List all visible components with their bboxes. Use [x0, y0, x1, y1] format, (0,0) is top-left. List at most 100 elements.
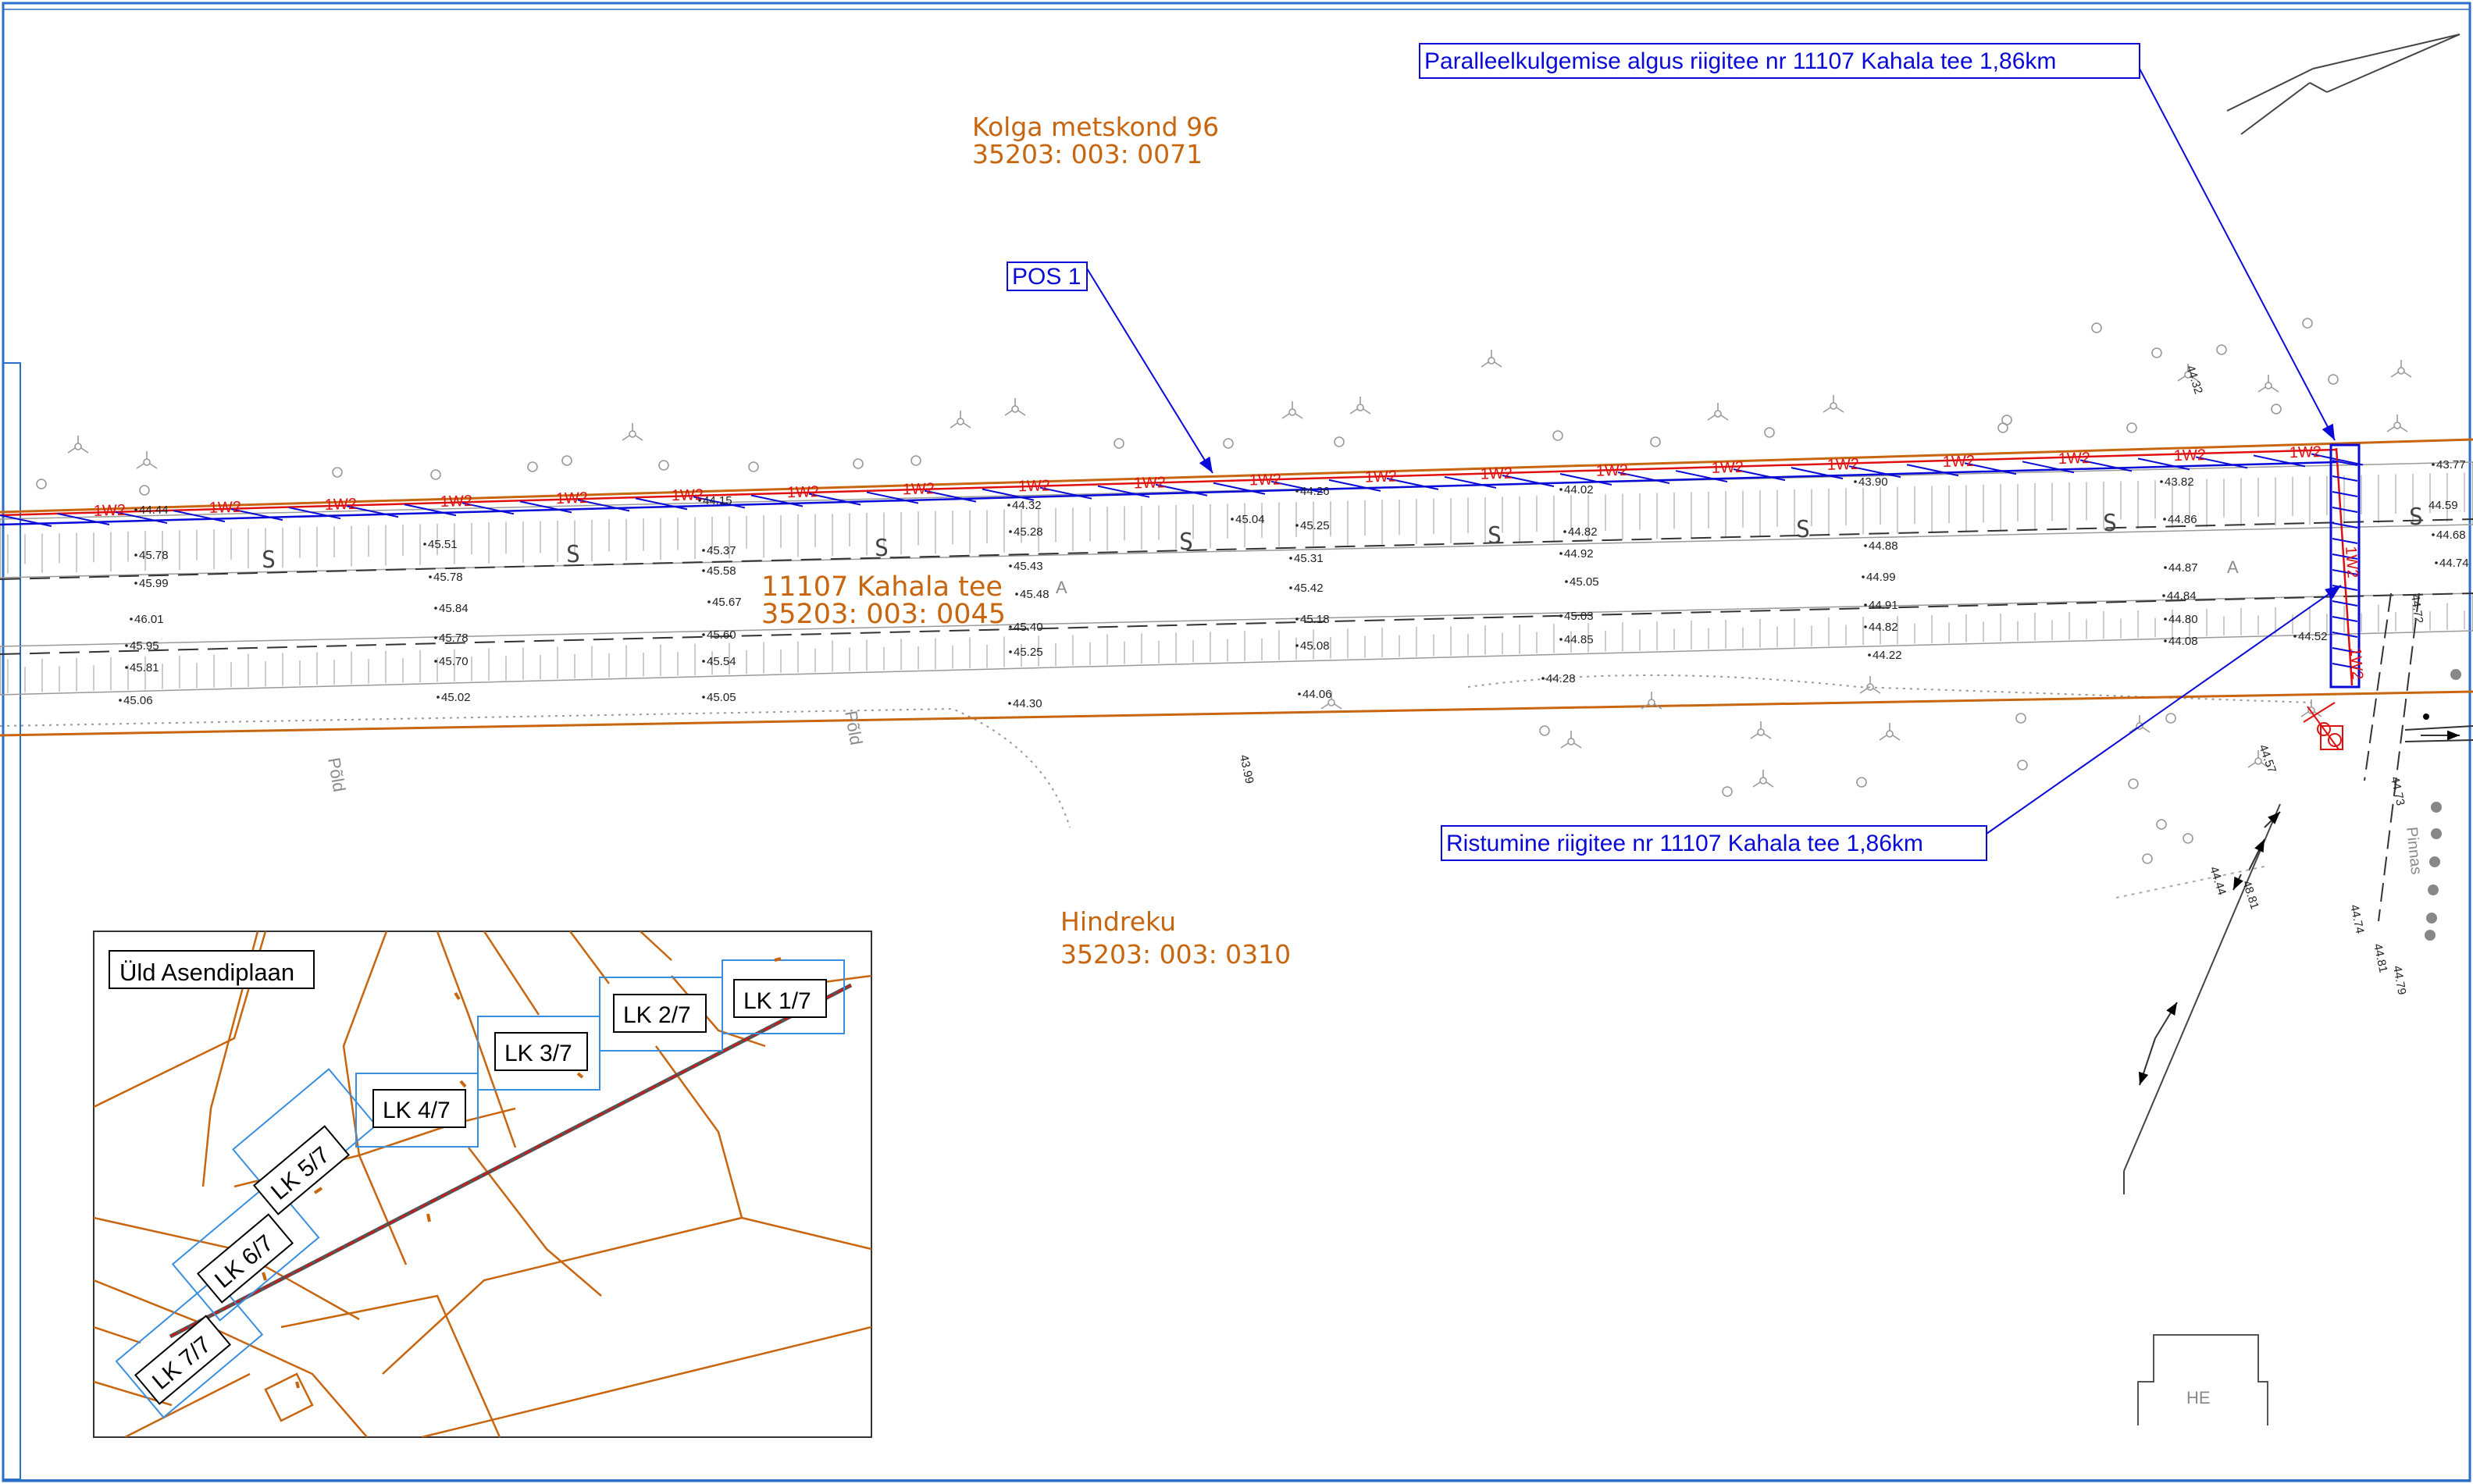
point-symbol-2: A	[2227, 557, 2239, 577]
building-label: HE	[2186, 1388, 2211, 1407]
pipe-tag: 1W2	[209, 499, 242, 517]
svg-text:LK 1/7: LK 1/7	[743, 988, 811, 1014]
pipe-tag: 1W2	[903, 480, 935, 498]
east-road-details	[2115, 593, 2473, 1194]
elevation-value: 45.54	[707, 655, 736, 668]
callout-pos1: POS 1	[1007, 262, 1213, 474]
svg-text:S: S	[566, 541, 580, 568]
elevation-value: 44.84	[2167, 589, 2197, 603]
pipe-tag: 1W2	[1018, 477, 1051, 495]
elevation-value: 45.42	[1294, 582, 1324, 595]
elevation-value: 45.02	[441, 691, 471, 704]
overview-inset: Üld Asendiplaan LK 1/7 LK 2/7 LK 3/7 LK …	[93, 931, 872, 1438]
elevation-value: 48.81	[2240, 879, 2261, 911]
elevation-value: 44.92	[1564, 547, 1594, 561]
parcel-label-road: 11107 Kahala tee 35203: 003: 0045	[761, 571, 1006, 630]
field-label-1: Põld	[324, 756, 349, 794]
svg-text:LK 4/7: LK 4/7	[383, 1098, 451, 1123]
pipe-tag-crossing: 1W2	[2342, 546, 2361, 579]
elevation-value: 45.67	[712, 596, 742, 609]
elevation-value: 45.08	[1300, 639, 1330, 653]
road-embankment-hatching	[0, 461, 2473, 696]
elevation-value: 44.44	[139, 504, 169, 517]
tree-symbols	[36, 318, 2412, 864]
svg-text:Kolga metskond 96: Kolga metskond 96	[972, 112, 1219, 142]
pipe-tag: 1W2	[787, 483, 820, 501]
field-label-2: Põld	[841, 710, 866, 747]
elevation-value: 44.32	[1012, 499, 1042, 512]
sheet-label-lk2: LK 2/7	[613, 994, 707, 1033]
elevation-value: 44.80	[2168, 613, 2198, 626]
pipe-tag: 1W2	[1827, 456, 1860, 474]
elevation-value: 44.52	[2298, 630, 2328, 643]
elevation-value: 45.05	[1570, 575, 1599, 589]
parcel-label-south: Hindreku 35203: 003: 0310	[1060, 906, 1291, 970]
svg-text:11107 Kahala tee: 11107 Kahala tee	[761, 571, 1003, 603]
elevation-value: 44.86	[2168, 513, 2197, 526]
elevation-value: 44.82	[1568, 525, 1598, 539]
elevation-value: 46.01	[134, 613, 164, 626]
svg-text:POS 1: POS 1	[1012, 264, 1081, 290]
pipe-tag: 1W2	[1481, 465, 1513, 483]
svg-text:S: S	[1179, 528, 1193, 556]
svg-text:S: S	[1796, 516, 1810, 543]
pipe-tag: 1W2	[94, 502, 127, 520]
svg-text:S: S	[1488, 522, 1502, 550]
elevation-value: 44.73	[2388, 775, 2407, 806]
pipe-tag: 1W2	[672, 486, 704, 504]
svg-text:Hindreku: Hindreku	[1060, 906, 1176, 937]
callout-crossing: Ristumine riigitee nr 11107 Kahala tee 1…	[1441, 585, 2342, 861]
water-pipe-1w2: 1W2 1W2 1W2 1W2 1W2 1W2 1W2 1W2 1W2 1W2 1W2 1W2 1W2 1…	[0, 443, 2366, 689]
sheet-label-lk4: LK 4/7	[372, 1089, 466, 1128]
elevation-value: 45.40	[1014, 621, 1043, 634]
elevation-value: 44.06	[1302, 688, 1332, 701]
inset-title-box	[109, 950, 315, 989]
inset-title: Üld Asendiplaan	[119, 959, 294, 986]
grey-dots-east	[2423, 669, 2461, 941]
left-side-tab	[2, 362, 21, 1480]
pipe-tag: 1W2	[1712, 459, 1744, 477]
svg-text:Paralleelkulgemise algus riigi: Paralleelkulgemise algus riigitee nr 111…	[1424, 48, 2056, 74]
svg-text:Ristumine riigitee nr 11107 Ka: Ristumine riigitee nr 11107 Kahala tee 1…	[1446, 831, 1923, 856]
elevation-value: 45.18	[1300, 613, 1330, 626]
elevation-value: 44.28	[1546, 672, 1576, 685]
elevation-value: 45.25	[1300, 519, 1330, 532]
elevation-value: 43.82	[2165, 475, 2194, 489]
elevation-value: 44.02	[1564, 483, 1594, 496]
sheet-label-lk3: LK 3/7	[494, 1032, 588, 1071]
elevation-value: 45.31	[1294, 552, 1324, 565]
elevation-value: 44.44	[2207, 865, 2229, 897]
inset-marks	[262, 957, 782, 1389]
point-symbol-1: A	[1056, 578, 1067, 597]
elevation-value: 45.48	[1020, 588, 1049, 601]
elevation-value: 45.28	[1014, 525, 1043, 539]
pipe-tag: 1W2	[325, 496, 358, 514]
sheet-label-lk1: LK 1/7	[733, 979, 827, 1018]
elevation-value: 44.74	[2439, 557, 2469, 570]
elevation-value: 44.22	[1873, 649, 1902, 662]
elevation-value: 45.58	[707, 564, 736, 578]
elevation-value: 44.81	[2371, 942, 2389, 973]
elevation-value: 45.78	[139, 549, 169, 562]
elevation-value: 45.95	[130, 639, 159, 653]
elevation-value: 45.37	[707, 544, 736, 557]
elevation-value: 44.30	[1013, 697, 1042, 710]
pipe-tag: 1W2	[1596, 462, 1629, 480]
elevation-value: 44.68	[2436, 528, 2466, 542]
svg-text:35203: 003: 0071: 35203: 003: 0071	[972, 139, 1203, 169]
elevation-value: 45.43	[1014, 560, 1043, 573]
pipe-tag: 1W2	[1134, 474, 1167, 492]
parcel-boundaries	[0, 438, 2473, 737]
elevation-value: 45.51	[428, 538, 458, 551]
elevation-value: 43.99	[1237, 753, 1256, 785]
elevation-value: 44.91	[1869, 599, 1898, 612]
elevation-value: 44.74	[2347, 903, 2366, 934]
svg-text:35203: 003: 0045: 35203: 003: 0045	[761, 599, 1006, 630]
pipe-tag: 1W2	[2174, 447, 2207, 464]
pipe-tag: 1W2	[556, 489, 589, 507]
pipe-tag: 1W2	[2058, 450, 2091, 468]
north-arrow	[2226, 34, 2461, 135]
elevation-value: 44.99	[1866, 571, 1896, 584]
